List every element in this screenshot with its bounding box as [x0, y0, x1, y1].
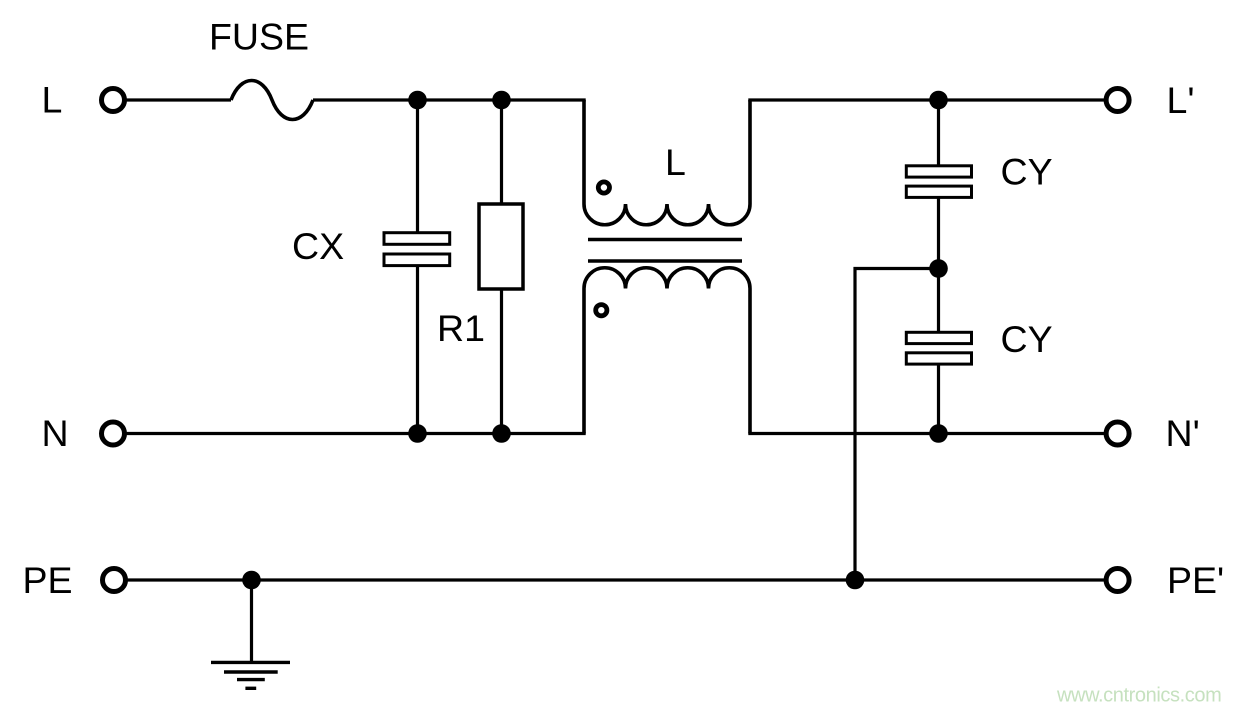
svg-text:L: L — [42, 79, 63, 121]
svg-text:R1: R1 — [437, 307, 485, 349]
svg-text:L: L — [665, 141, 686, 183]
svg-text:N: N — [42, 412, 69, 454]
svg-text:CY: CY — [1001, 150, 1053, 192]
svg-text:FUSE: FUSE — [209, 16, 309, 58]
svg-text:CY: CY — [1001, 318, 1053, 360]
svg-text:L': L' — [1167, 79, 1195, 121]
svg-text:www.cntronics.com: www.cntronics.com — [1056, 685, 1221, 707]
svg-text:PE: PE — [23, 559, 73, 601]
svg-text:PE': PE' — [1167, 559, 1224, 601]
svg-text:CX: CX — [292, 225, 344, 267]
svg-text:N': N' — [1166, 412, 1200, 454]
